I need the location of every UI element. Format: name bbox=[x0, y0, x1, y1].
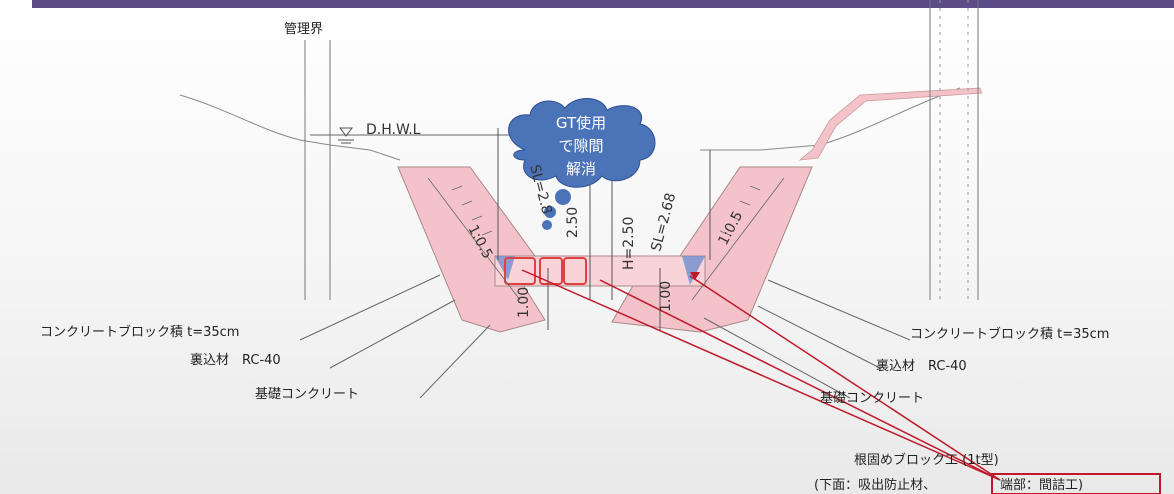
foundation-label-left: 基礎コンクリート bbox=[255, 387, 359, 402]
dim-h-right: H=2.50 bbox=[621, 217, 637, 270]
gap-cloud-callout: GT使用 で隙間 解消 bbox=[508, 98, 656, 230]
left-revetment-block bbox=[397, 166, 546, 333]
right-bank-fill bbox=[798, 87, 983, 161]
dim-sl-right: SL=2.68 bbox=[648, 191, 679, 253]
note-prefix: (下面：吸出防止材、 bbox=[814, 477, 936, 493]
dim-base-right: 1.00 bbox=[658, 281, 674, 312]
root-block-label: 根固めブロック工 (1t型) bbox=[854, 452, 999, 468]
block-label-right: コンクリートブロック積 t=35cm bbox=[910, 326, 1109, 342]
leader-lines bbox=[299, 274, 911, 399]
block-hatching bbox=[427, 177, 785, 301]
gap-fill-right bbox=[682, 256, 705, 285]
cloud-text-line-3: 解消 bbox=[566, 160, 596, 178]
channel-bed bbox=[494, 255, 706, 287]
management-boundary-label: 管理界 bbox=[284, 22, 323, 37]
header-bar bbox=[32, 0, 1174, 8]
root-block-highlight bbox=[504, 257, 587, 285]
cloud-text-line-1: GT使用 bbox=[556, 114, 606, 132]
note-boxed-text: 端部：間詰工) bbox=[1000, 477, 1083, 493]
dhwl-label: D.H.W.L bbox=[366, 122, 421, 138]
backfill-label-right: 裏込材 RC-40 bbox=[876, 359, 967, 374]
note-box bbox=[991, 473, 1161, 494]
cloud-text-line-2: で隙間 bbox=[558, 137, 603, 155]
callout-lines bbox=[521, 269, 1001, 481]
foundation-label-right: 基礎コンクリート bbox=[820, 391, 924, 406]
dim-base-left: 1.00 bbox=[516, 287, 532, 318]
boundary-dashes bbox=[939, 0, 969, 300]
boundary-lines bbox=[304, 0, 979, 300]
block-label-left: コンクリートブロック積 t=35cm bbox=[40, 324, 239, 340]
backfill-label-left: 裏込材 RC-40 bbox=[190, 353, 281, 368]
dim-h-left: 2.50 bbox=[565, 207, 581, 238]
right-revetment-block bbox=[611, 166, 813, 333]
dhwl-marker bbox=[339, 127, 353, 137]
